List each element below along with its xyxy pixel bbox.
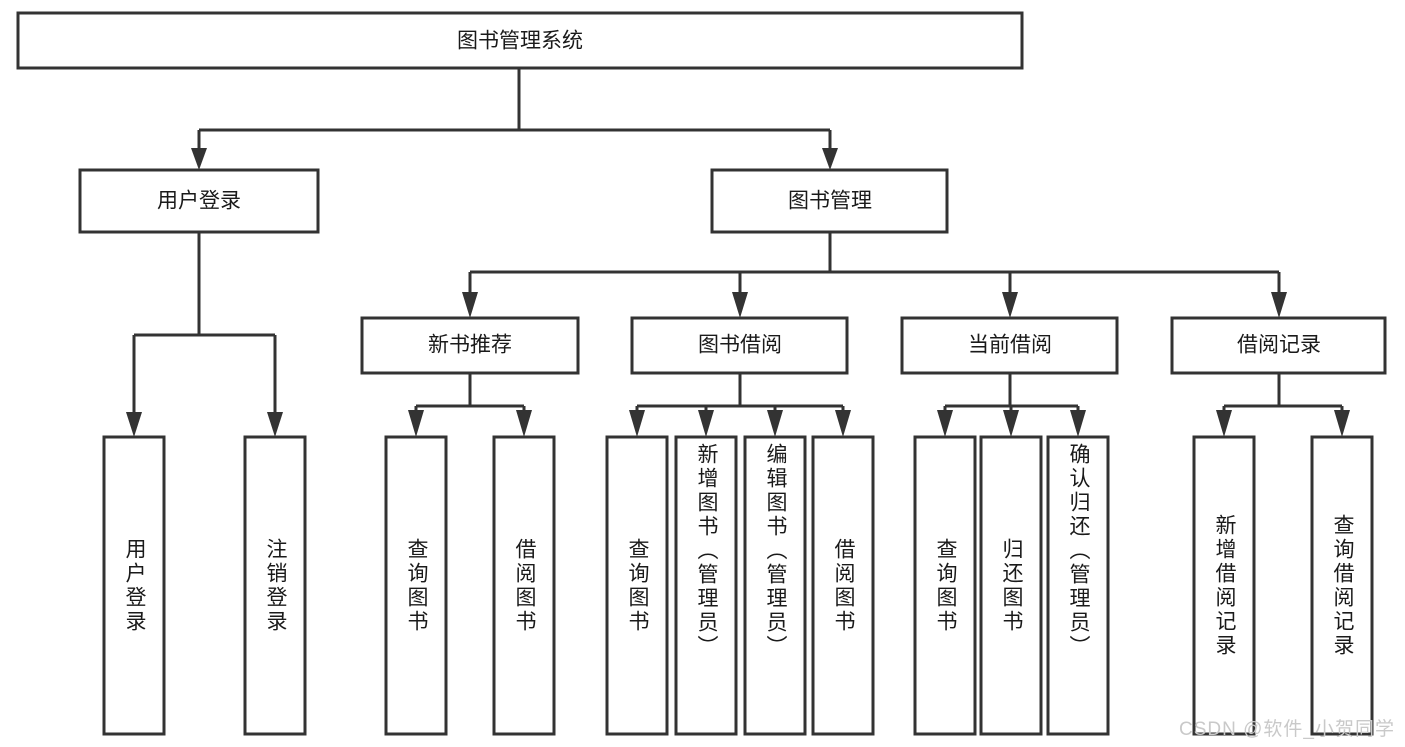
label-book-manage: 图书管理 bbox=[788, 190, 872, 213]
node-leaf-edit-book[interactable] bbox=[743, 435, 807, 736]
node-root[interactable] bbox=[16, 11, 1024, 70]
node-leaf-user-login[interactable] bbox=[102, 435, 166, 736]
node-leaf-query-book-1[interactable] bbox=[384, 435, 448, 736]
label-root: 图书管理系统 bbox=[457, 30, 583, 53]
arrow-head-leaf-query-book-3 bbox=[937, 410, 953, 437]
node-label-group: 图书管理系统 用户登录 图书管理 新书推荐 图书借阅 当前借阅 借阅记录 bbox=[157, 30, 1321, 357]
node-leaf-borrow-book-2[interactable] bbox=[811, 435, 875, 736]
arrow-head-leaf-add-record bbox=[1216, 410, 1232, 437]
arrow-head-leaf-add-book bbox=[698, 410, 714, 437]
node-new-book-rec[interactable] bbox=[360, 316, 580, 375]
arrow-head-leaf-edit-book bbox=[767, 410, 783, 437]
arrow-head-leaf-return-book bbox=[1003, 410, 1019, 437]
arrow-head-current-borrow bbox=[1002, 292, 1018, 318]
label-book-borrow: 图书借阅 bbox=[698, 334, 782, 357]
label-current-borrow: 当前借阅 bbox=[968, 334, 1052, 357]
label-user-login: 用户登录 bbox=[157, 190, 241, 213]
arrow-head-leaf-confirm-return bbox=[1070, 410, 1086, 437]
arrow-head-user-login bbox=[191, 148, 207, 170]
node-leaf-logout[interactable] bbox=[243, 435, 307, 736]
arrow-head-leaf-query-book-1 bbox=[408, 410, 424, 437]
connector-group bbox=[126, 68, 1350, 437]
node-leaf-query-book-3[interactable] bbox=[913, 435, 977, 736]
node-leaf-return-book[interactable] bbox=[979, 435, 1043, 736]
node-leaf-confirm-return[interactable] bbox=[1046, 435, 1110, 736]
node-leaf-add-record[interactable] bbox=[1192, 435, 1256, 736]
arrow-head-borrow-record bbox=[1271, 292, 1287, 318]
arrow-head-leaf-query-book-2 bbox=[629, 410, 645, 437]
arrow-head-leaf-logout bbox=[267, 412, 283, 437]
label-new-book-rec: 新书推荐 bbox=[428, 334, 512, 357]
arrow-head-leaf-user-login bbox=[126, 412, 142, 437]
node-current-borrow[interactable] bbox=[900, 316, 1119, 375]
node-user-login[interactable] bbox=[78, 168, 320, 234]
node-book-borrow[interactable] bbox=[630, 316, 849, 375]
arrow-head-book-borrow bbox=[732, 292, 748, 318]
arrow-head-leaf-borrow-book-1 bbox=[516, 410, 532, 437]
node-borrow-record[interactable] bbox=[1170, 316, 1387, 375]
label-borrow-record: 借阅记录 bbox=[1237, 334, 1321, 357]
arrow-head-new-book bbox=[462, 292, 478, 318]
node-box-group bbox=[16, 11, 1387, 736]
node-leaf-borrow-book-1[interactable] bbox=[492, 435, 556, 736]
node-leaf-query-book-2[interactable] bbox=[605, 435, 669, 736]
csdn-watermark: CSDN @软件_小贺同学 bbox=[1179, 719, 1395, 740]
node-leaf-add-book[interactable] bbox=[674, 435, 738, 736]
node-book-manage[interactable] bbox=[710, 168, 949, 234]
arrow-head-leaf-borrow-book-2 bbox=[835, 410, 851, 437]
node-leaf-query-record[interactable] bbox=[1310, 435, 1374, 736]
arrow-head-book-manage bbox=[822, 148, 838, 170]
arrow-head-leaf-query-record bbox=[1334, 410, 1350, 437]
